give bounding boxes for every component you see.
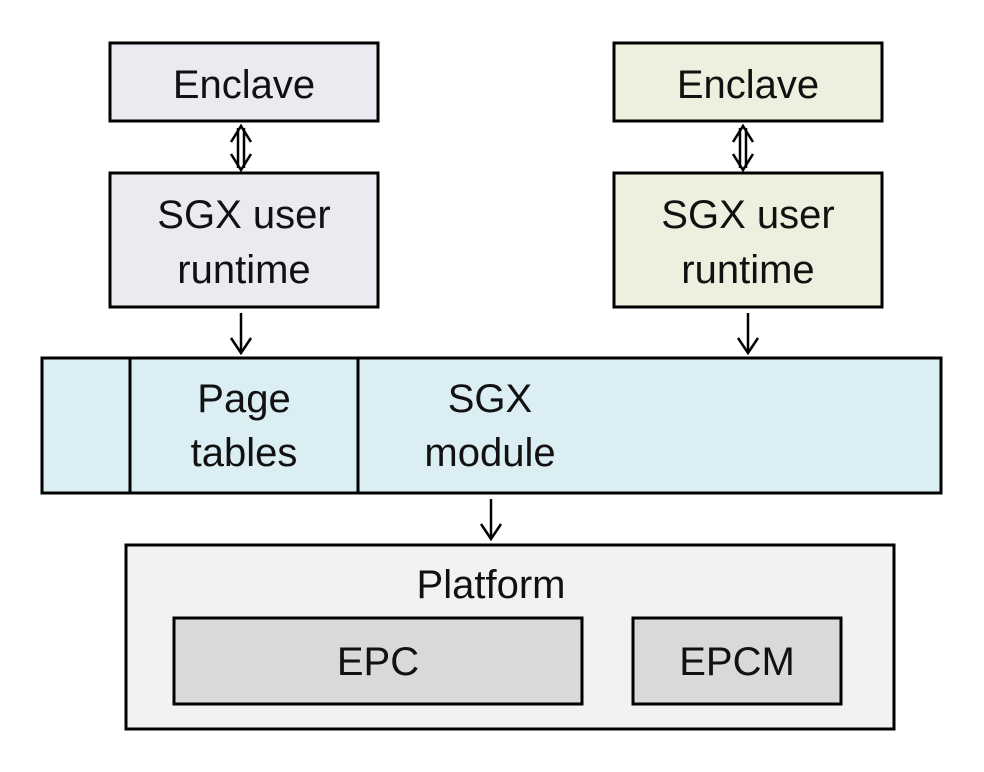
enclave-left-box bbox=[108, 41, 380, 123]
page-tables-box bbox=[128, 356, 360, 495]
runtime-to-module-arrow-right bbox=[736, 313, 760, 356]
platform: Platform EPC EPCM bbox=[124, 543, 896, 731]
runtime-left-line1: SGX user bbox=[157, 193, 330, 237]
epcm-box bbox=[631, 616, 843, 706]
epcm-label: EPCM bbox=[679, 640, 795, 684]
enclave-right-box bbox=[612, 41, 884, 123]
module-to-platform-arrow bbox=[479, 499, 503, 542]
epc-label: EPC bbox=[337, 640, 419, 684]
runtime-right-line1: SGX user bbox=[661, 193, 834, 237]
runtime-right-line2: runtime bbox=[681, 248, 814, 292]
page-tables-line1: Page bbox=[197, 377, 290, 421]
enclave-right: Enclave bbox=[612, 41, 884, 123]
runtime-left-line2: runtime bbox=[177, 248, 310, 292]
sgx-module-line1: SGX bbox=[448, 377, 532, 421]
runtime-right-box bbox=[612, 171, 884, 309]
epc-box bbox=[172, 616, 584, 706]
enclave-runtime-link-right bbox=[731, 123, 755, 173]
runtime-right: SGX user runtime bbox=[612, 171, 884, 309]
enclave-left-label: Enclave bbox=[173, 63, 315, 107]
platform-label: Platform bbox=[417, 563, 566, 607]
enclave-right-label: Enclave bbox=[677, 63, 819, 107]
enclave-left: Enclave bbox=[108, 41, 380, 123]
sgx-module: Page tables SGX module bbox=[40, 356, 943, 495]
runtime-to-module-arrow-left bbox=[229, 313, 253, 356]
sgx-module-line2: module bbox=[424, 431, 555, 475]
enclave-runtime-link-left bbox=[229, 123, 253, 173]
runtime-left: SGX user runtime bbox=[108, 171, 380, 309]
page-tables-line2: tables bbox=[191, 431, 298, 475]
runtime-left-box bbox=[108, 171, 380, 309]
